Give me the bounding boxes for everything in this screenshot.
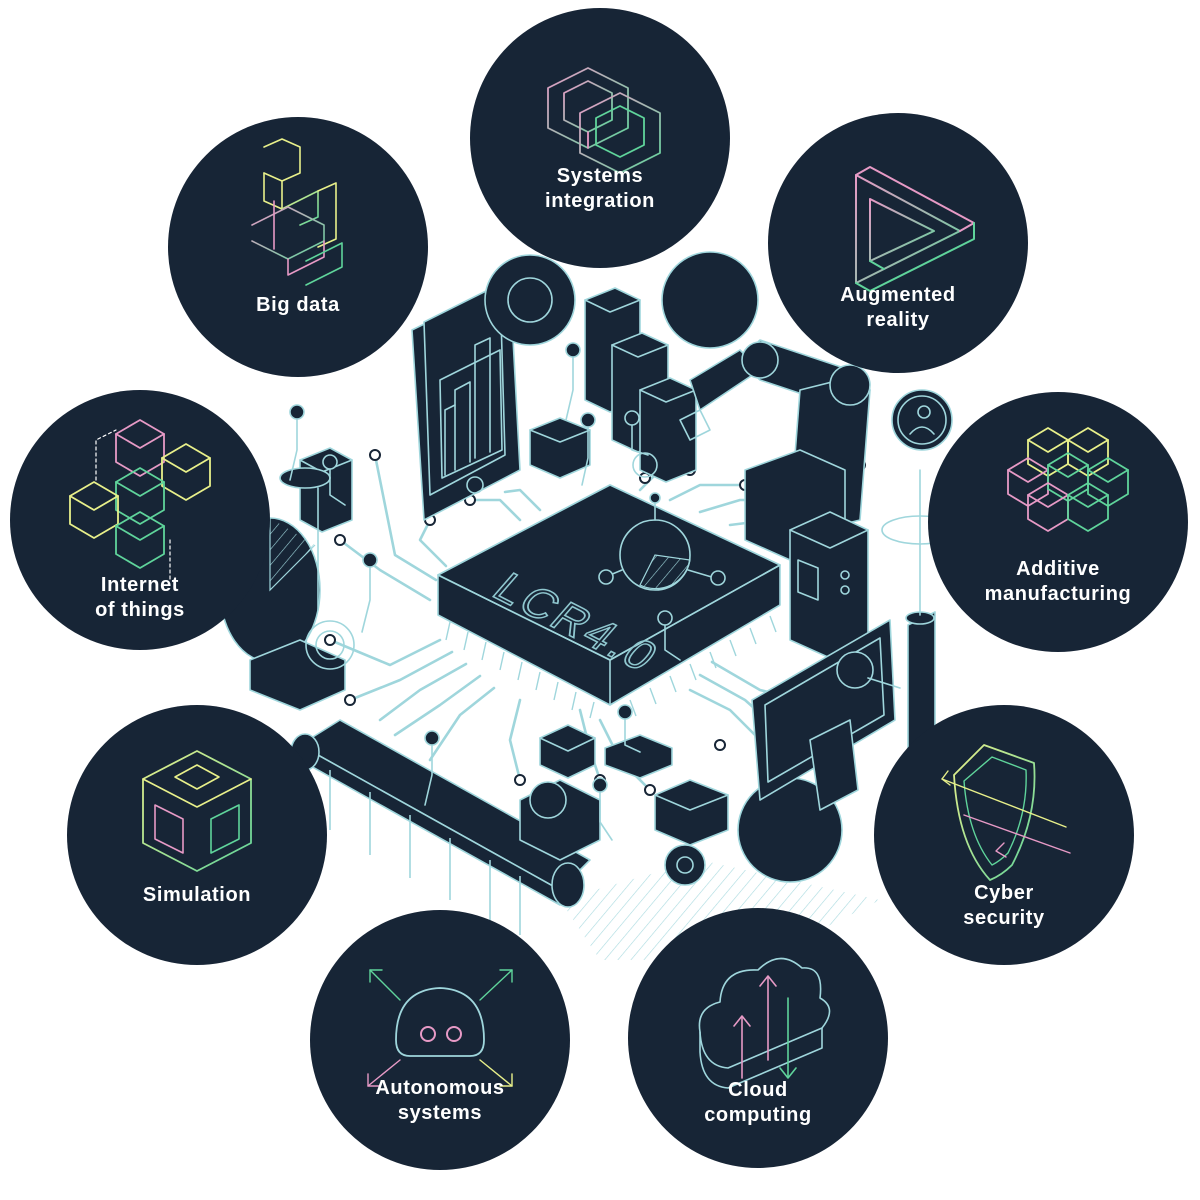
floor-cubes-illustration [539,724,729,886]
circuit-traces-left [324,449,496,762]
node-cyber-security: Cyber security [874,705,1134,965]
shield-icon [941,744,1071,881]
gear-illustration [484,254,576,346]
isometric-cube-icon [142,750,252,872]
person-portrait-badge [891,389,953,451]
node-label-line: computing [704,1104,812,1126]
person-wheelchair [624,410,658,478]
node-label-line: Internet [101,574,179,596]
motor-illustration [519,779,601,861]
person-9 [617,704,641,753]
node-label: Cyber security [963,882,1045,929]
stacked-blocks-icon [251,138,343,286]
node-label-line: Systems [557,165,643,187]
node-label-line: Cloud [728,1079,788,1101]
node-label: Cloud computing [704,1079,812,1126]
person-7 [424,730,440,806]
node-label-line: manufacturing [985,583,1132,605]
person-1 [565,342,581,421]
node-circle [874,705,1134,965]
node-label-line: reality [866,309,929,331]
node-label-line: Big data [256,294,340,316]
node-label-line: of things [95,599,185,621]
node-label: Simulation [143,884,251,906]
node-label: Additive manufacturing [985,558,1132,605]
node-circle [628,908,888,1168]
node-label: Augmented reality [840,284,955,331]
node-label: Big data [256,294,340,316]
central-chip: LCR4.0 [437,484,781,719]
person-8 [592,777,613,841]
interlocking-squares-icon [547,67,661,174]
control-cabinet-illustration [789,511,869,659]
node-label: Systems integration [545,165,655,212]
node-circle [470,8,730,268]
impossible-triangle-icon [855,166,975,292]
sphere-top-right [661,251,759,349]
node-internet-of-things: Internet of things [10,390,270,650]
node-cloud-computing: Cloud computing [628,908,888,1168]
node-systems-integration: Systems integration [470,8,730,268]
chip-pins [445,615,777,719]
robot-head-icon [367,969,513,1087]
node-label-line: security [963,907,1045,929]
cloud-upload-icon [698,957,831,1089]
node-augmented-reality: Augmented reality [768,113,1028,373]
node-circle [168,117,428,377]
node-label-line: systems [398,1102,482,1124]
node-circle [768,113,1028,373]
robot-arm-illustration [679,339,871,561]
smartphone-illustration [411,281,521,521]
monitor-illustration [751,619,901,811]
node-big-data: Big data [168,117,428,377]
node-autonomous-systems: Autonomous systems [310,910,570,1170]
node-circle [928,392,1188,652]
people-illustration [289,342,681,841]
node-circle [67,705,327,965]
node-label-line: Cyber [974,882,1034,904]
node-circle [310,910,570,1170]
connected-cubes-icon [69,419,211,581]
node-label-line: Augmented [840,284,955,306]
node-simulation: Simulation [67,705,327,965]
person-4 [322,454,346,506]
node-label: Autonomous systems [375,1077,504,1124]
node-label: Internet of things [95,574,185,621]
sphere-module-illustration [598,492,726,591]
person-2 [580,412,596,486]
conveyor-belt-illustration [290,719,591,935]
person-5 [361,552,378,633]
isometric-cross-icon [1007,427,1129,532]
node-label-line: integration [545,190,655,212]
person-3 [289,404,305,481]
person-6 [657,610,681,661]
node-label-line: Simulation [143,884,251,906]
node-label-line: Autonomous [375,1077,504,1099]
node-additive-manufacturing: Additive manufacturing [928,392,1188,652]
node-label-line: Additive [1016,558,1100,580]
